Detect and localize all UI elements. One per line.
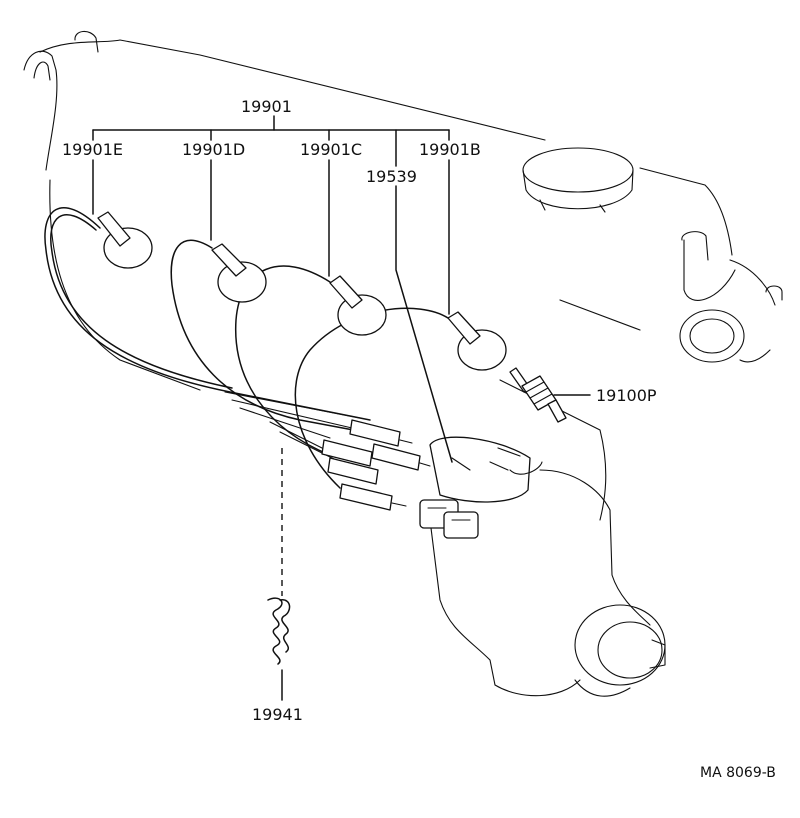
ignition-cords xyxy=(44,207,449,489)
figure-code: MA 8069-B xyxy=(700,765,776,781)
leader-lines xyxy=(92,115,591,701)
label-19941: 19941 xyxy=(252,705,303,724)
part-labels: 19901 19901E 19901D 19901C 19901B 19539 … xyxy=(62,97,776,781)
label-19901: 19901 xyxy=(241,97,292,116)
label-19901c: 19901C xyxy=(300,140,362,159)
label-19901b: 19901B xyxy=(419,140,481,159)
label-19901e: 19901E xyxy=(62,140,123,159)
label-19539: 19539 xyxy=(366,167,417,186)
plug-boots xyxy=(97,211,507,371)
spark-plug-icon xyxy=(509,367,567,423)
label-19100p: 19100P xyxy=(596,386,657,405)
distributor xyxy=(419,436,666,697)
water-outlet-housing xyxy=(679,231,783,363)
distributor-end-boots xyxy=(321,419,431,511)
label-19901d: 19901D xyxy=(182,140,245,159)
cord-clamp-icon xyxy=(267,597,291,665)
engine-outline xyxy=(23,30,733,521)
